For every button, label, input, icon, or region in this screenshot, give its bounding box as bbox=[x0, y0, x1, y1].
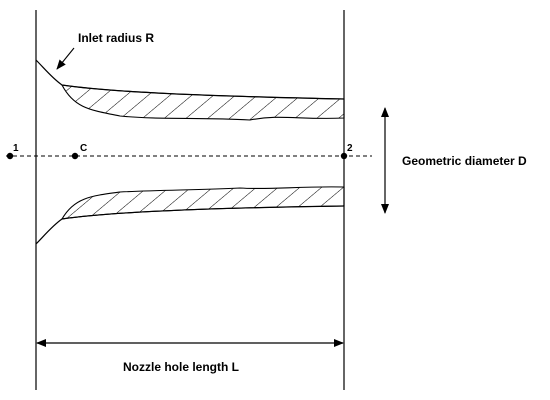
lower-hatched-deposit bbox=[60, 186, 345, 220]
point-1-marker bbox=[6, 152, 14, 160]
point-c-label: C bbox=[80, 143, 87, 154]
point-c-marker bbox=[71, 152, 79, 160]
geometric-diameter-label: Geometric diameter D bbox=[402, 154, 527, 168]
point-1-label: 1 bbox=[13, 143, 19, 154]
point-2-marker bbox=[340, 152, 348, 160]
upper-hatched-deposit bbox=[61, 84, 345, 121]
inlet-radius-pointer bbox=[56, 47, 75, 70]
inlet-radius-label: Inlet radius R bbox=[78, 31, 154, 45]
nozzle-length-label: Nozzle hole length L bbox=[123, 360, 239, 374]
point-2-label: 2 bbox=[347, 143, 353, 154]
